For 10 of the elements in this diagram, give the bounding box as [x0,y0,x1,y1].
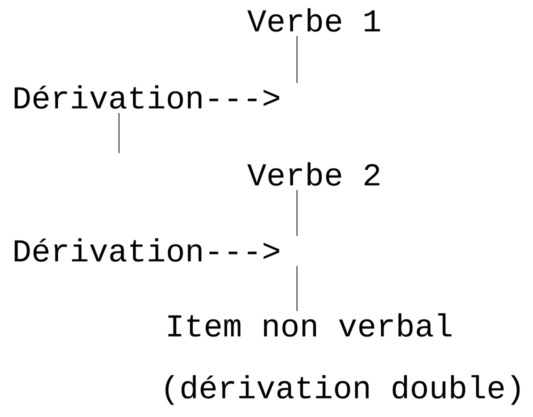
word-label: Verbe 2 [247,162,380,186]
caption: (dérivation double) [166,375,520,405]
connector-line [296,266,298,312]
connector-line [118,112,120,154]
connector-line [296,190,298,236]
word-label: Item non verbal [168,313,452,337]
connector-line [296,36,298,84]
word-label: Dérivation---> [14,85,280,109]
word-label: Verbe 1 [247,8,380,32]
word-label: Dérivation---> [14,238,280,262]
